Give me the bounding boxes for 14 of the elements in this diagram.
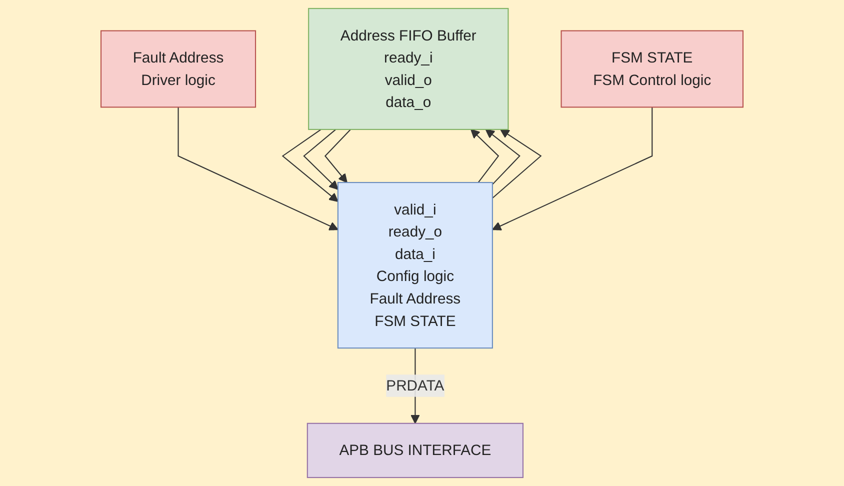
node-box: Address FIFO Buffer ready_i valid_o data_o [308, 8, 509, 130]
arrow [324, 129, 351, 183]
edge-label: PRDATA [386, 376, 444, 394]
arrow [485, 129, 520, 185]
arrow [178, 107, 338, 230]
arrow [303, 129, 338, 190]
node-box: Fault Address Driver logic [100, 30, 256, 108]
arrow [470, 129, 500, 183]
arrow [492, 129, 542, 198]
node-box: valid_i ready_o data_i Config logic Fault Address FSM STATE [337, 182, 493, 349]
node-box: FSM STATE FSM Control logic [560, 30, 744, 108]
arrow [282, 129, 338, 202]
arrow [492, 107, 653, 230]
node-box: APB BUS INTERFACE [306, 422, 524, 478]
